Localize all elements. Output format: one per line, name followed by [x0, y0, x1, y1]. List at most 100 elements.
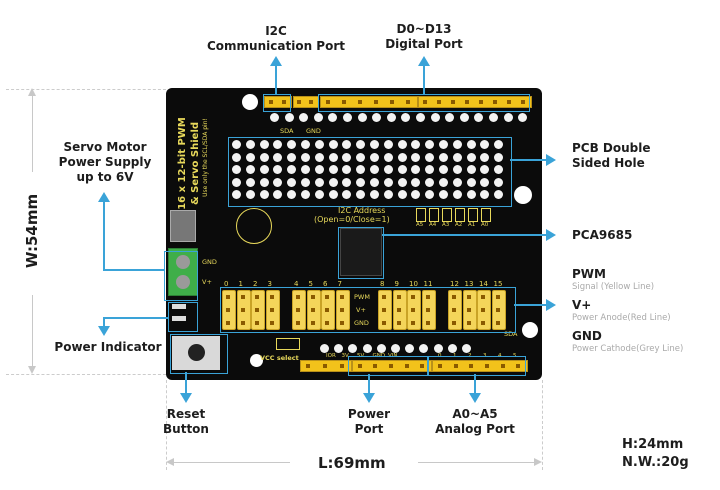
power-port-highlight	[348, 356, 428, 376]
proto-hole	[466, 190, 476, 199]
proto-hole	[425, 190, 435, 199]
i2c-address-label: I2C Address	[338, 206, 386, 215]
proto-hole	[494, 152, 504, 162]
proto-hole	[259, 177, 269, 187]
top-pin-label-sda: SDA	[280, 127, 294, 135]
servo-pin	[382, 295, 386, 299]
pcb-hole	[376, 344, 386, 353]
proto-hole	[411, 190, 421, 199]
proto-hole	[356, 152, 366, 162]
pcb-hole	[474, 113, 484, 122]
header-pin	[423, 100, 427, 104]
pca9685-chip	[340, 228, 382, 276]
proto-hole	[494, 140, 504, 149]
header-pin	[406, 100, 410, 104]
header-pin	[326, 100, 330, 104]
header-pin	[469, 364, 474, 368]
pcb-hole	[391, 344, 400, 353]
power-led	[172, 316, 186, 321]
servo-pin	[325, 295, 329, 299]
proto-hole	[273, 190, 283, 199]
servo-pin	[495, 295, 500, 299]
header-pin	[453, 364, 458, 368]
length-guide-right	[542, 380, 543, 470]
proto-hole	[314, 152, 324, 162]
servo-pin	[396, 321, 401, 325]
servo-pin	[425, 308, 430, 312]
digital-port-label: D0~D13 Digital Port	[385, 22, 463, 51]
power-terminal-block[interactable]	[168, 248, 198, 296]
proto-hole	[439, 177, 448, 187]
servo-channel-label: 0	[224, 280, 229, 288]
servo-pin	[452, 321, 456, 325]
analog-port-label: A0~A5 Analog Port	[435, 407, 515, 436]
width-arrow-head	[28, 366, 36, 374]
proto-hole	[370, 177, 379, 187]
proto-hole	[425, 140, 435, 149]
proto-hole	[383, 190, 393, 199]
weight-dimension: N.W.:20g	[622, 455, 689, 470]
proto-hole	[287, 190, 297, 199]
servo-pin	[240, 295, 245, 299]
header-pin	[281, 100, 286, 104]
header-pin	[339, 364, 344, 368]
pcb-hole	[503, 113, 513, 122]
servo-pin	[466, 321, 471, 325]
proto-hole	[411, 140, 421, 149]
servo-pin	[255, 321, 259, 325]
proto-hole	[452, 190, 462, 199]
proto-hole	[452, 177, 462, 187]
servo-pin	[269, 295, 274, 299]
proto-hole	[383, 140, 393, 149]
proto-hole	[494, 165, 504, 174]
servo-channel-label: 14	[479, 280, 488, 288]
servo-pin	[396, 295, 401, 299]
power-port-label: Power Port	[347, 407, 391, 436]
power-pin-label: 3V	[341, 353, 349, 359]
proto-hole	[314, 177, 324, 187]
proto-hole	[370, 140, 379, 149]
servo-channel-label: 9	[394, 280, 399, 288]
width-guide-bottom	[6, 374, 166, 375]
servo-pin	[481, 321, 485, 325]
servo-channel-label: 5	[308, 280, 313, 288]
i2c-address-note: (Open=0/Close=1)	[314, 215, 390, 224]
servo-channel-label: 10	[409, 280, 418, 288]
proto-hole	[273, 140, 283, 149]
proto-hole	[494, 177, 504, 187]
reset-button[interactable]	[172, 336, 220, 370]
i2c-port-label: I2C Communication Port	[207, 24, 345, 53]
proto-hole	[301, 140, 310, 149]
height-dimension: H:24mm	[622, 437, 684, 452]
header-pin	[516, 364, 521, 368]
proto-hole	[301, 177, 310, 187]
proto-hole	[439, 165, 448, 174]
terminal-screw	[176, 255, 190, 269]
proto-hole	[452, 165, 462, 174]
analog-port-highlight	[428, 356, 526, 376]
length-guide-left	[166, 380, 167, 470]
pcb-hole	[419, 344, 429, 353]
terminal-label-gnd: GND	[202, 258, 217, 266]
proto-hole	[494, 190, 504, 199]
servo-channel-label: 12	[450, 280, 459, 288]
header-pin	[306, 364, 311, 368]
pcb-hole	[489, 113, 498, 122]
pcb-hole	[334, 344, 344, 353]
power-pin-label: IOR	[326, 353, 336, 359]
servo-channel-label: 1	[238, 280, 243, 288]
proto-hole	[328, 140, 338, 149]
servo-pin	[269, 321, 274, 325]
proto-hole	[411, 165, 421, 174]
header-pin	[437, 364, 442, 368]
pcb-hole	[284, 113, 294, 122]
length-dimension: L:69mm	[318, 454, 386, 472]
servo-channel-label: 15	[493, 280, 503, 288]
servo-pin	[382, 308, 386, 312]
proto-hole	[466, 152, 476, 162]
servo-pin	[269, 308, 274, 312]
vcc-select-jumper[interactable]	[276, 338, 300, 350]
pcb-hole	[405, 344, 415, 353]
proto-hole	[480, 152, 490, 162]
